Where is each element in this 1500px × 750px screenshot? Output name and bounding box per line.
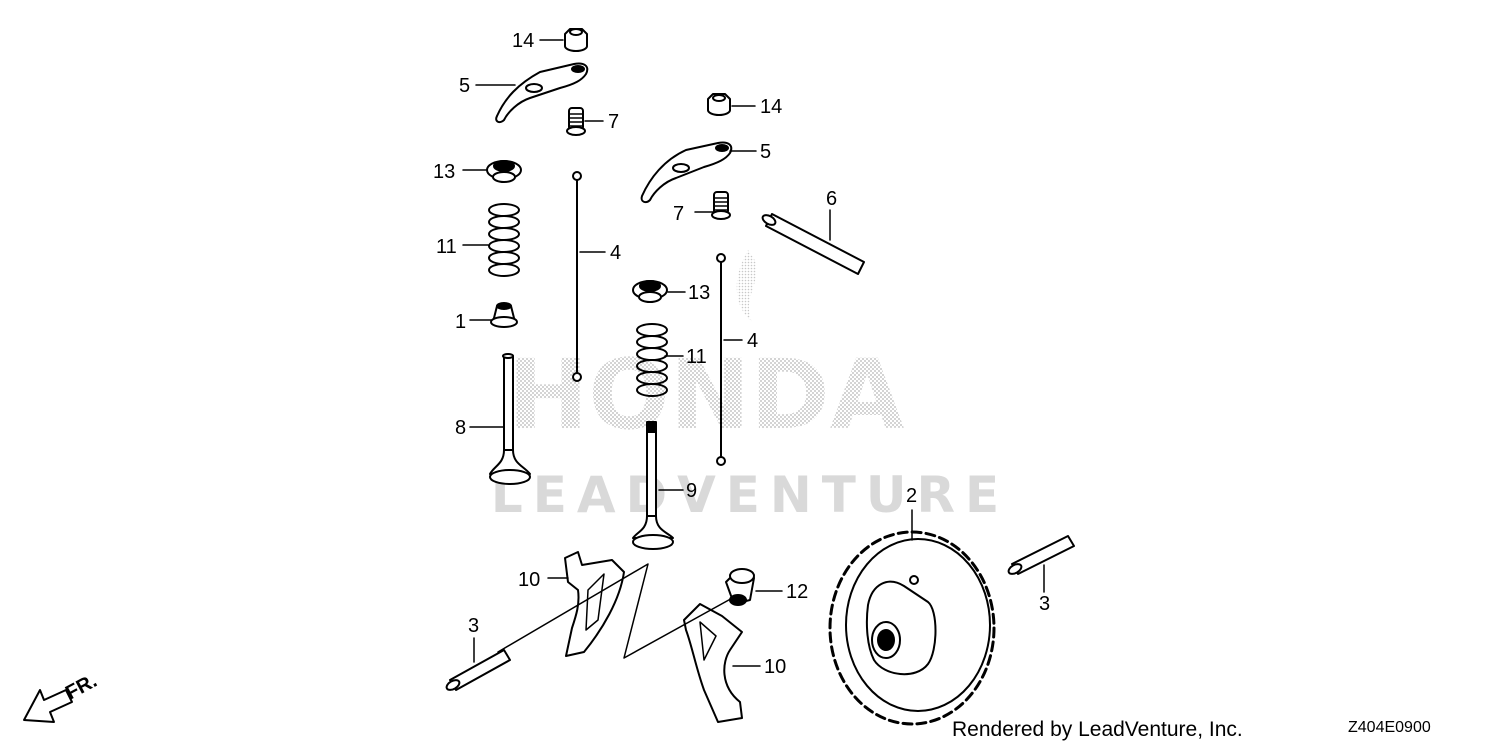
intake-valve-part (489, 353, 531, 485)
drawing-number: Z404E0900 (1348, 719, 1431, 736)
callout-3: 3 (1039, 593, 1050, 615)
callout-11: 11 (436, 236, 457, 258)
callout-12: 12 (786, 581, 808, 603)
valve-lifter-part (683, 603, 743, 723)
valve-lifter-part (564, 551, 625, 657)
callout-5: 5 (459, 75, 470, 97)
valve-spring-part (636, 323, 668, 397)
callout-5: 5 (760, 141, 771, 163)
spring-retainer-part (486, 160, 522, 183)
collar-part (725, 568, 755, 606)
callout-13: 13 (433, 161, 455, 183)
front-direction-arrow-icon (23, 689, 73, 723)
callout-3: 3 (468, 615, 479, 637)
shaft-part (761, 213, 865, 275)
callout-14: 14 (760, 96, 782, 118)
callout-7: 7 (673, 203, 684, 225)
push-rod-part (716, 253, 726, 466)
callout-6: 6 (826, 188, 837, 210)
callout-4: 4 (610, 242, 621, 264)
callout-11: 11 (686, 346, 707, 368)
callout-1: 1 (455, 311, 466, 333)
vendor-watermark: LEADVENTURE (491, 466, 1009, 524)
callout-2: 2 (906, 485, 917, 507)
callout-7: 7 (608, 111, 619, 133)
valve-stem-seal-part (490, 302, 518, 328)
camshaft-gear-part (828, 530, 996, 726)
pivot-bolt-part (711, 191, 731, 220)
callout-14: 14 (512, 30, 534, 52)
rocker-arm-part (640, 141, 733, 204)
render-credit: Rendered by LeadVenture, Inc. (952, 718, 1243, 741)
callout-13: 13 (688, 282, 710, 304)
callout-4: 4 (747, 330, 758, 352)
nut-part (564, 28, 588, 52)
callout-10: 10 (518, 569, 540, 591)
flame-logo-icon (736, 250, 757, 322)
nut-part (707, 93, 731, 116)
callout-10: 10 (764, 656, 786, 678)
rocker-arm-part (495, 62, 589, 124)
brand-watermark: HONDA (508, 339, 904, 451)
pivot-bolt-part (566, 107, 586, 136)
callout-9: 9 (686, 480, 697, 502)
pin-part (445, 649, 511, 691)
push-rod-part (572, 171, 582, 382)
callout-8: 8 (455, 417, 466, 439)
exhaust-valve-part (632, 421, 674, 550)
spring-retainer-part (632, 280, 668, 303)
pin-part (1007, 535, 1075, 575)
valve-spring-part (488, 203, 520, 277)
